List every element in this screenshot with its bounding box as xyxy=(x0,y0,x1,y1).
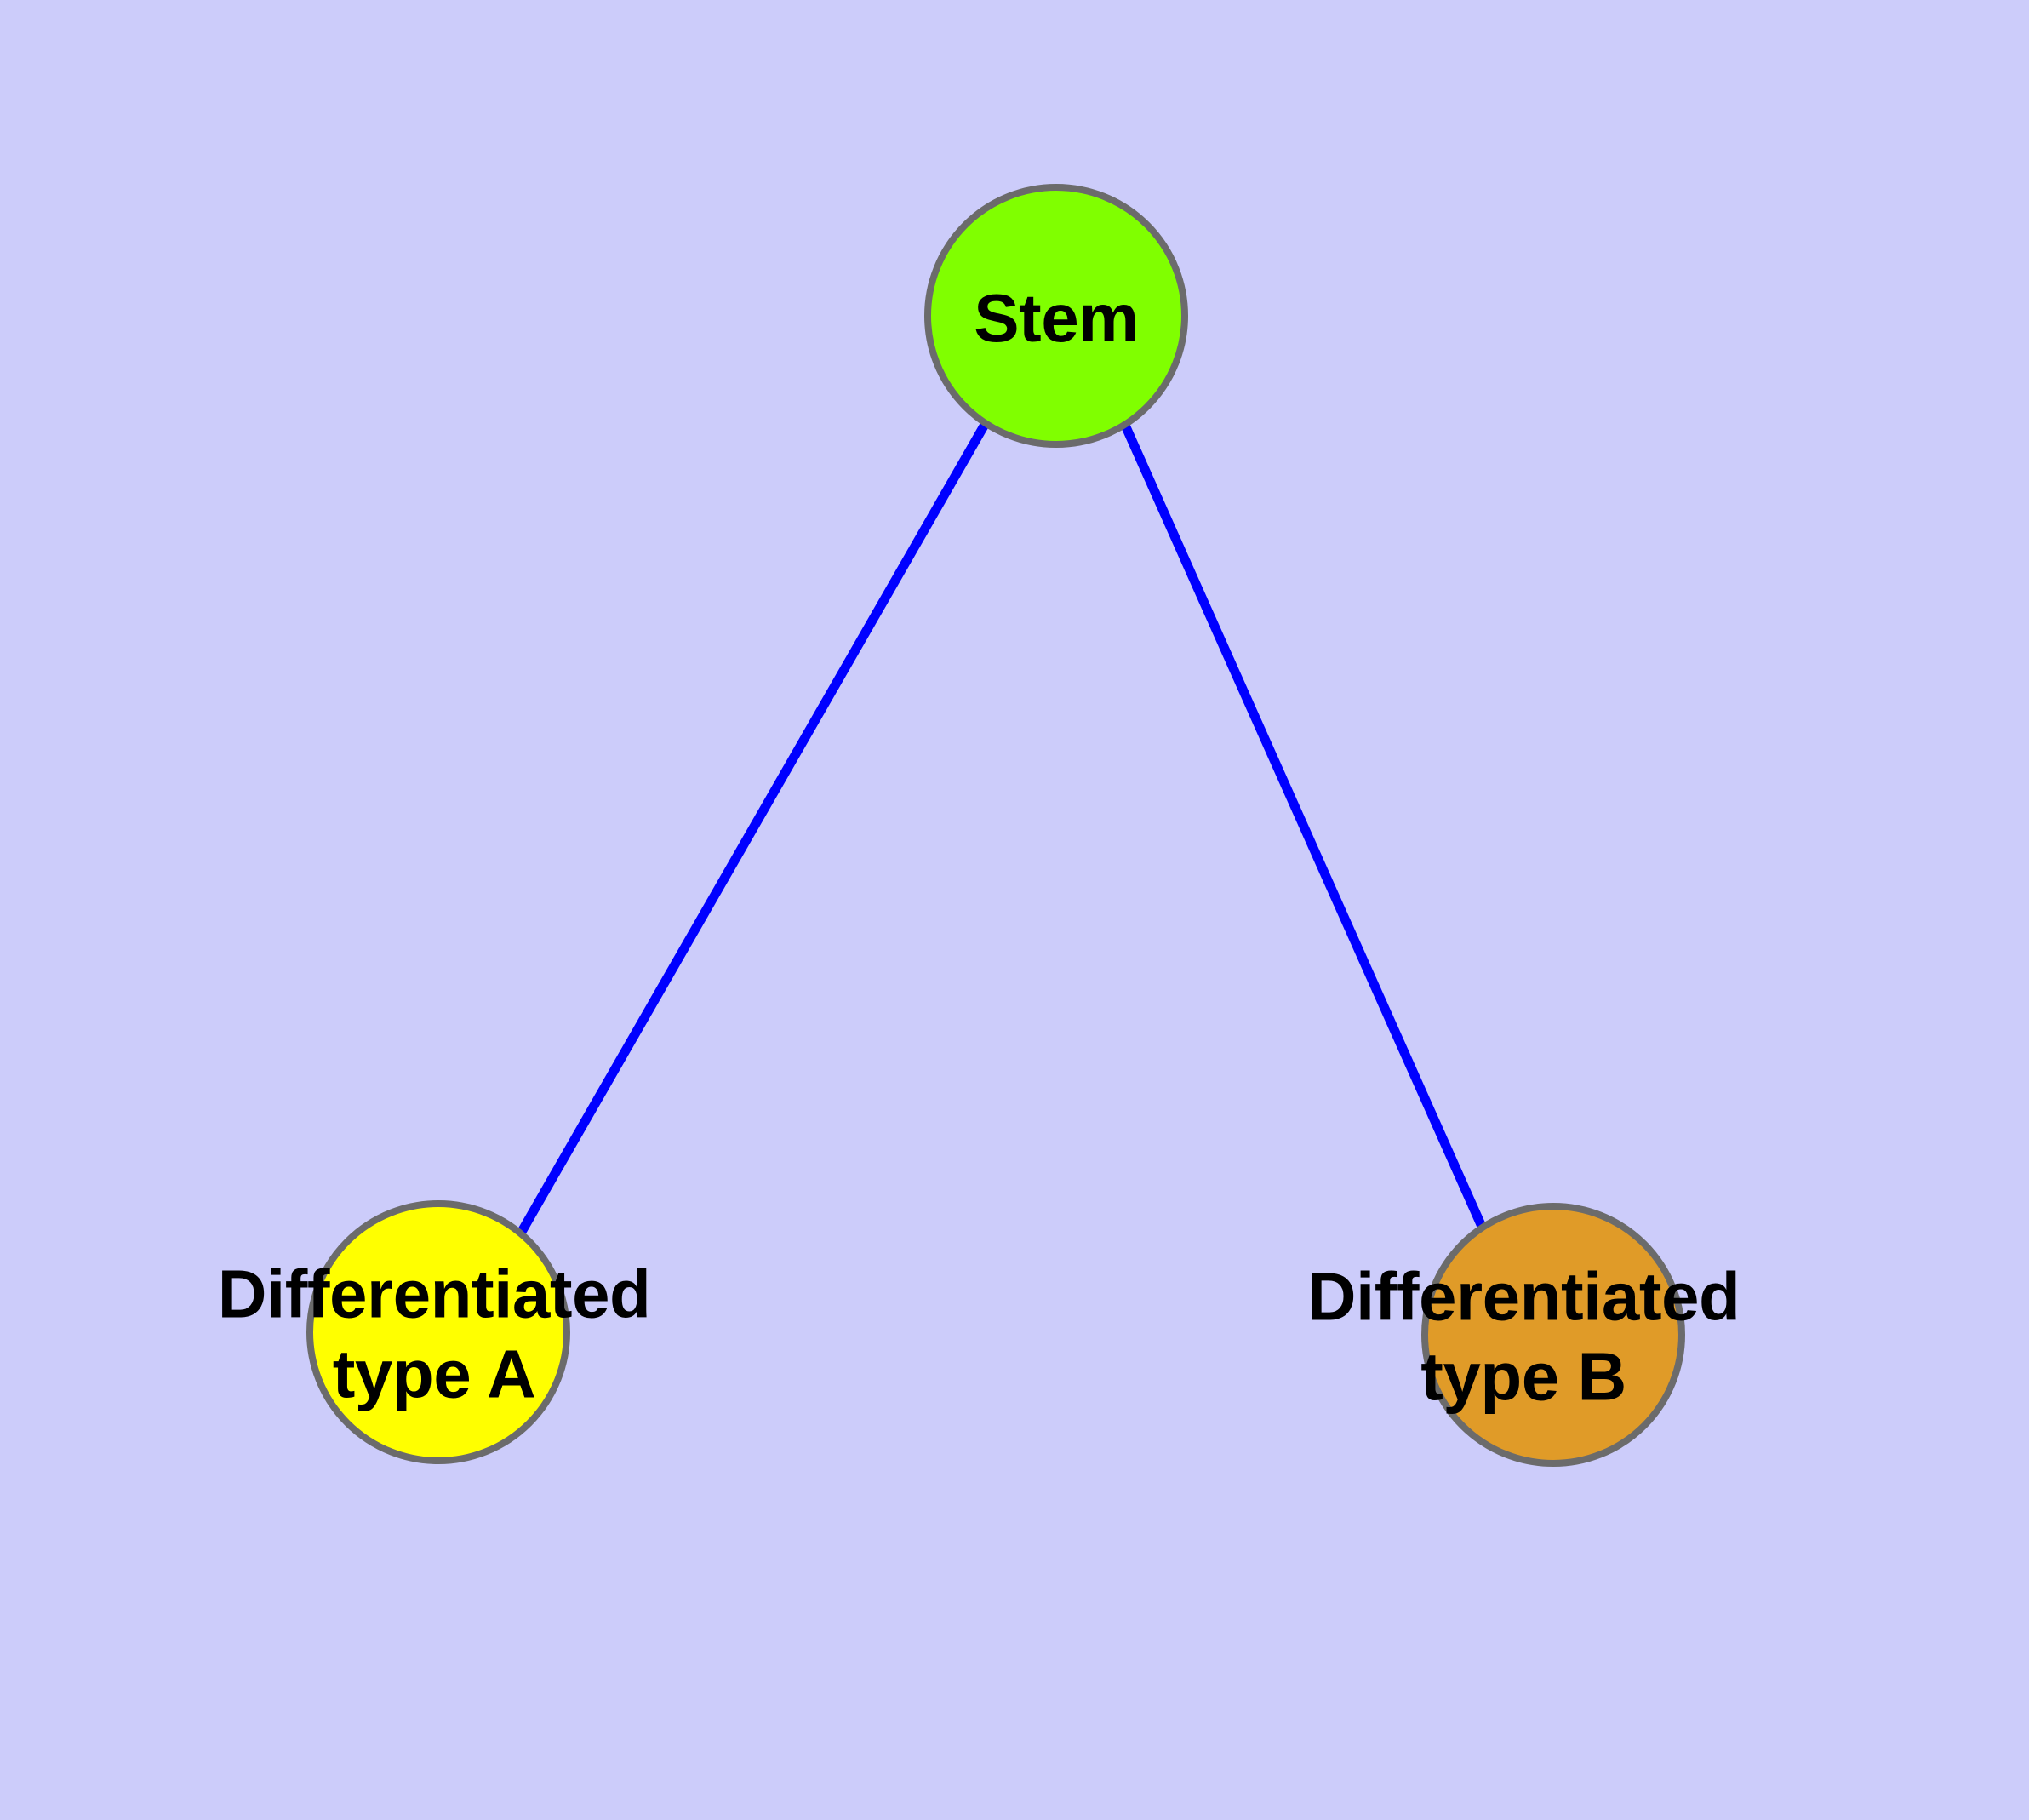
edge-stem-to-diff-a[interactable] xyxy=(515,421,990,1239)
node-layer xyxy=(306,184,1685,1467)
node-diff-a-circle[interactable] xyxy=(306,1200,570,1464)
edge-layer xyxy=(515,419,1488,1239)
node-stem-circle[interactable] xyxy=(924,184,1188,448)
node-diff-b-circle[interactable] xyxy=(1421,1203,1685,1467)
edge-stem-to-diff-b[interactable] xyxy=(1118,419,1488,1231)
